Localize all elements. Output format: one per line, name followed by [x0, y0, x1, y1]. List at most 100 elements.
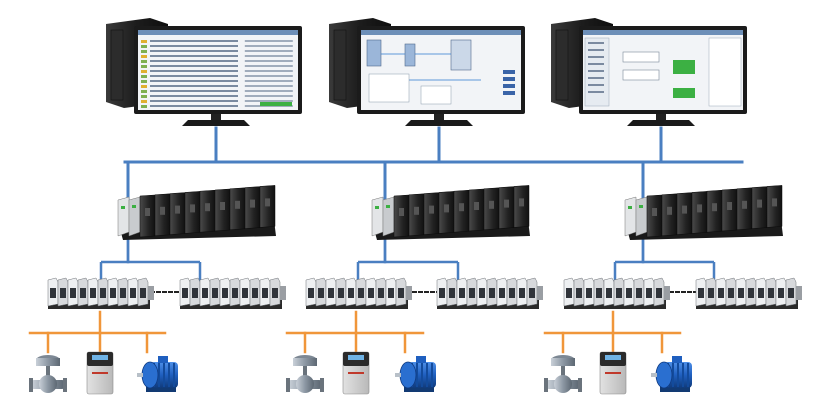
module-label-plate — [459, 203, 464, 212]
terminal-block — [758, 288, 764, 298]
module-label-plate — [160, 206, 165, 215]
motor-cooling-fin — [163, 363, 165, 387]
status-led-icon — [628, 206, 632, 209]
screen-titlebar — [361, 30, 521, 35]
network-lines — [28, 126, 744, 354]
alarm-flag — [141, 105, 147, 108]
module-label-plate — [727, 202, 732, 210]
terminal-block — [738, 288, 744, 298]
control-valve-icon — [544, 355, 582, 393]
valve-flange — [320, 378, 324, 392]
control-valve-icon — [29, 355, 67, 393]
mimic-indicator — [503, 91, 515, 95]
vfd-display — [348, 355, 364, 360]
module-label-plate — [742, 200, 747, 209]
terminal-block — [368, 288, 374, 298]
monitor-base — [627, 120, 695, 126]
mimic-panel — [368, 73, 410, 103]
alarm-flag — [141, 80, 147, 83]
motor-foot — [404, 386, 434, 392]
vfd-brand-strip — [348, 372, 364, 374]
valve-actuator — [293, 358, 317, 366]
motor-cooling-fin — [421, 363, 423, 387]
controller-cpu-module — [371, 196, 384, 237]
alarm-row-detail — [244, 70, 293, 72]
module-label-plate — [489, 200, 494, 209]
terminal-block — [469, 288, 475, 298]
module-label-plate — [519, 198, 524, 207]
alarm-row — [150, 80, 238, 82]
motor-cooling-fin — [416, 363, 418, 387]
valve-body — [554, 375, 572, 393]
alarm-flag — [141, 45, 147, 48]
alarm-row — [150, 55, 238, 57]
alarm-row-detail — [244, 100, 293, 102]
alarm-flag — [141, 50, 147, 53]
module-label-plate — [444, 204, 449, 213]
io-racks — [47, 277, 802, 309]
tower-front-panel — [110, 29, 124, 101]
terminal-block — [439, 288, 445, 298]
controllers — [117, 185, 783, 240]
motor-foot — [146, 386, 176, 392]
monitor-base — [182, 120, 250, 126]
alarm-flag — [141, 95, 147, 98]
config-tree-item — [588, 56, 604, 58]
valve-stem — [561, 366, 565, 376]
valve-body — [296, 375, 314, 393]
terminal-block — [110, 288, 116, 298]
status-led-icon — [121, 206, 125, 209]
config-tree-item — [588, 42, 604, 44]
io-rack-end-cap — [148, 286, 154, 300]
controller-cpu-module — [128, 196, 141, 237]
alarm-flag — [141, 65, 147, 68]
terminal-block — [318, 288, 324, 298]
control-valve-icon — [286, 355, 324, 393]
terminal-block — [586, 288, 592, 298]
terminal-block — [120, 288, 126, 298]
vfd-brand-strip — [605, 372, 621, 374]
terminal-block — [778, 288, 784, 298]
terminal-block — [262, 288, 268, 298]
terminal-block — [459, 288, 465, 298]
alarm-flag — [141, 100, 147, 103]
module-label-plate — [250, 199, 255, 208]
io-rack-icon — [563, 277, 670, 309]
alarm-row — [150, 90, 238, 92]
alarm-row-detail — [244, 40, 293, 42]
terminal-block — [656, 288, 662, 298]
motor-terminal-box — [672, 356, 682, 363]
module-label-plate — [712, 203, 717, 212]
vfd-brand-strip — [92, 372, 108, 374]
io-rack-icon — [179, 277, 286, 309]
controller-cpu-module — [635, 196, 648, 237]
alarm-row-detail — [244, 95, 293, 97]
alarm-row — [150, 60, 238, 62]
terminal-block — [708, 288, 714, 298]
terminal-block — [398, 288, 404, 298]
terminal-block — [182, 288, 188, 298]
mimic-indicator — [503, 77, 515, 81]
valve-flange — [578, 378, 582, 392]
module-label-plate — [399, 208, 404, 216]
terminal-block — [596, 288, 602, 298]
terminal-block — [728, 288, 734, 298]
vfd-drive-icon — [599, 351, 627, 395]
terminal-block — [348, 288, 354, 298]
terminal-block — [748, 288, 754, 298]
motor-terminal-box — [158, 356, 168, 363]
terminal-block — [566, 288, 572, 298]
config-tree-item — [588, 91, 604, 93]
terminal-block — [192, 288, 198, 298]
alarm-row — [150, 65, 238, 67]
alarm-row — [150, 100, 238, 102]
alarm-row-detail — [244, 75, 293, 77]
alarm-row-detail — [244, 45, 293, 47]
motor-cooling-fin — [426, 363, 428, 387]
controller-cpu-module — [624, 196, 637, 237]
mimic-indicator — [503, 84, 515, 88]
motor-cooling-fin — [168, 363, 170, 387]
module-label-plate — [429, 205, 434, 214]
io-rack-icon — [436, 277, 543, 309]
mimic-tank — [404, 43, 416, 67]
